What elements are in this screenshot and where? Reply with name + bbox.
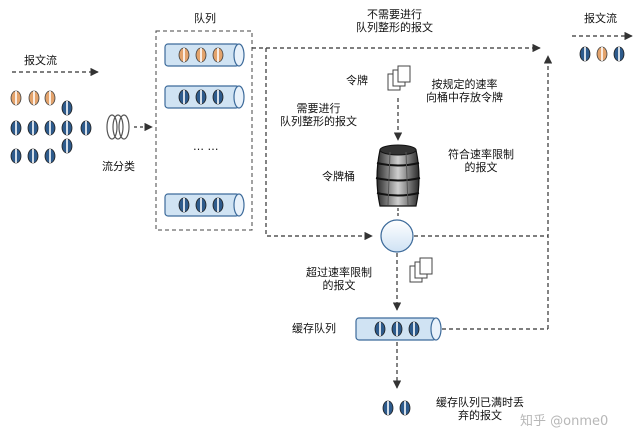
output-flow-label: 报文流 [584, 12, 617, 25]
bucket-label: 令牌桶 [322, 170, 355, 183]
token-label: 令牌 [346, 74, 368, 87]
exceed-packets-icon [409, 257, 433, 283]
packet-blue [10, 148, 22, 164]
queue-ellipsis: … … [193, 140, 219, 153]
packet-blue [374, 321, 386, 337]
flow-classifier-icon [106, 114, 130, 140]
packet-blue [61, 120, 73, 136]
packet-blue [178, 89, 190, 105]
rate-put-label: 按规定的速率 向桶中存放令牌 [426, 78, 503, 104]
output-packets [579, 46, 625, 62]
packet-blue [408, 321, 420, 337]
packet-blue [61, 100, 73, 116]
packet-blue [579, 46, 591, 62]
packet-blue [212, 89, 224, 105]
discard-label: 缓存队列已满时丢 弃的报文 [436, 396, 524, 422]
classify-label: 流分类 [102, 160, 135, 173]
packet-orange [596, 46, 608, 62]
packet-blue [391, 321, 403, 337]
packet-orange [44, 90, 56, 106]
packet-blue [195, 89, 207, 105]
packet-blue [212, 197, 224, 213]
packet-blue [178, 197, 190, 213]
no-shaping-label: 不需要进行 队列整形的报文 [356, 8, 433, 34]
packet-blue [613, 46, 625, 62]
rate-check-circle [380, 219, 414, 253]
input-flow-label: 报文流 [24, 54, 57, 67]
packet-orange [28, 90, 40, 106]
packet-orange [10, 90, 22, 106]
packet-blue [382, 400, 394, 416]
packet-orange [212, 47, 224, 63]
queue-1 [164, 43, 245, 67]
queues-title: 队列 [194, 12, 216, 25]
buffer-queue-label: 缓存队列 [292, 322, 336, 335]
packet-orange [195, 47, 207, 63]
packet-blue [399, 400, 411, 416]
queue-3 [164, 193, 245, 217]
watermark: 知乎 @onme0 [520, 414, 609, 429]
packet-blue [44, 120, 56, 136]
queue-2 [164, 85, 245, 109]
packet-blue [80, 120, 92, 136]
discarded-packets [382, 400, 411, 416]
input-packets [10, 90, 92, 164]
exceed-label: 超过速率限制 的报文 [306, 266, 372, 292]
buffer-queue [355, 317, 442, 341]
packet-blue [27, 148, 39, 164]
conform-label: 符合速率限制 的报文 [448, 148, 514, 174]
token-icon [387, 65, 411, 91]
packet-blue [44, 148, 56, 164]
packet-blue [61, 138, 73, 154]
packet-blue [195, 197, 207, 213]
packet-blue [10, 120, 22, 136]
packet-orange [178, 47, 190, 63]
token-bucket-icon [375, 144, 421, 207]
need-shaping-label: 需要进行 队列整形的报文 [280, 102, 357, 128]
queue-group-box [155, 30, 253, 231]
packet-blue [27, 120, 39, 136]
